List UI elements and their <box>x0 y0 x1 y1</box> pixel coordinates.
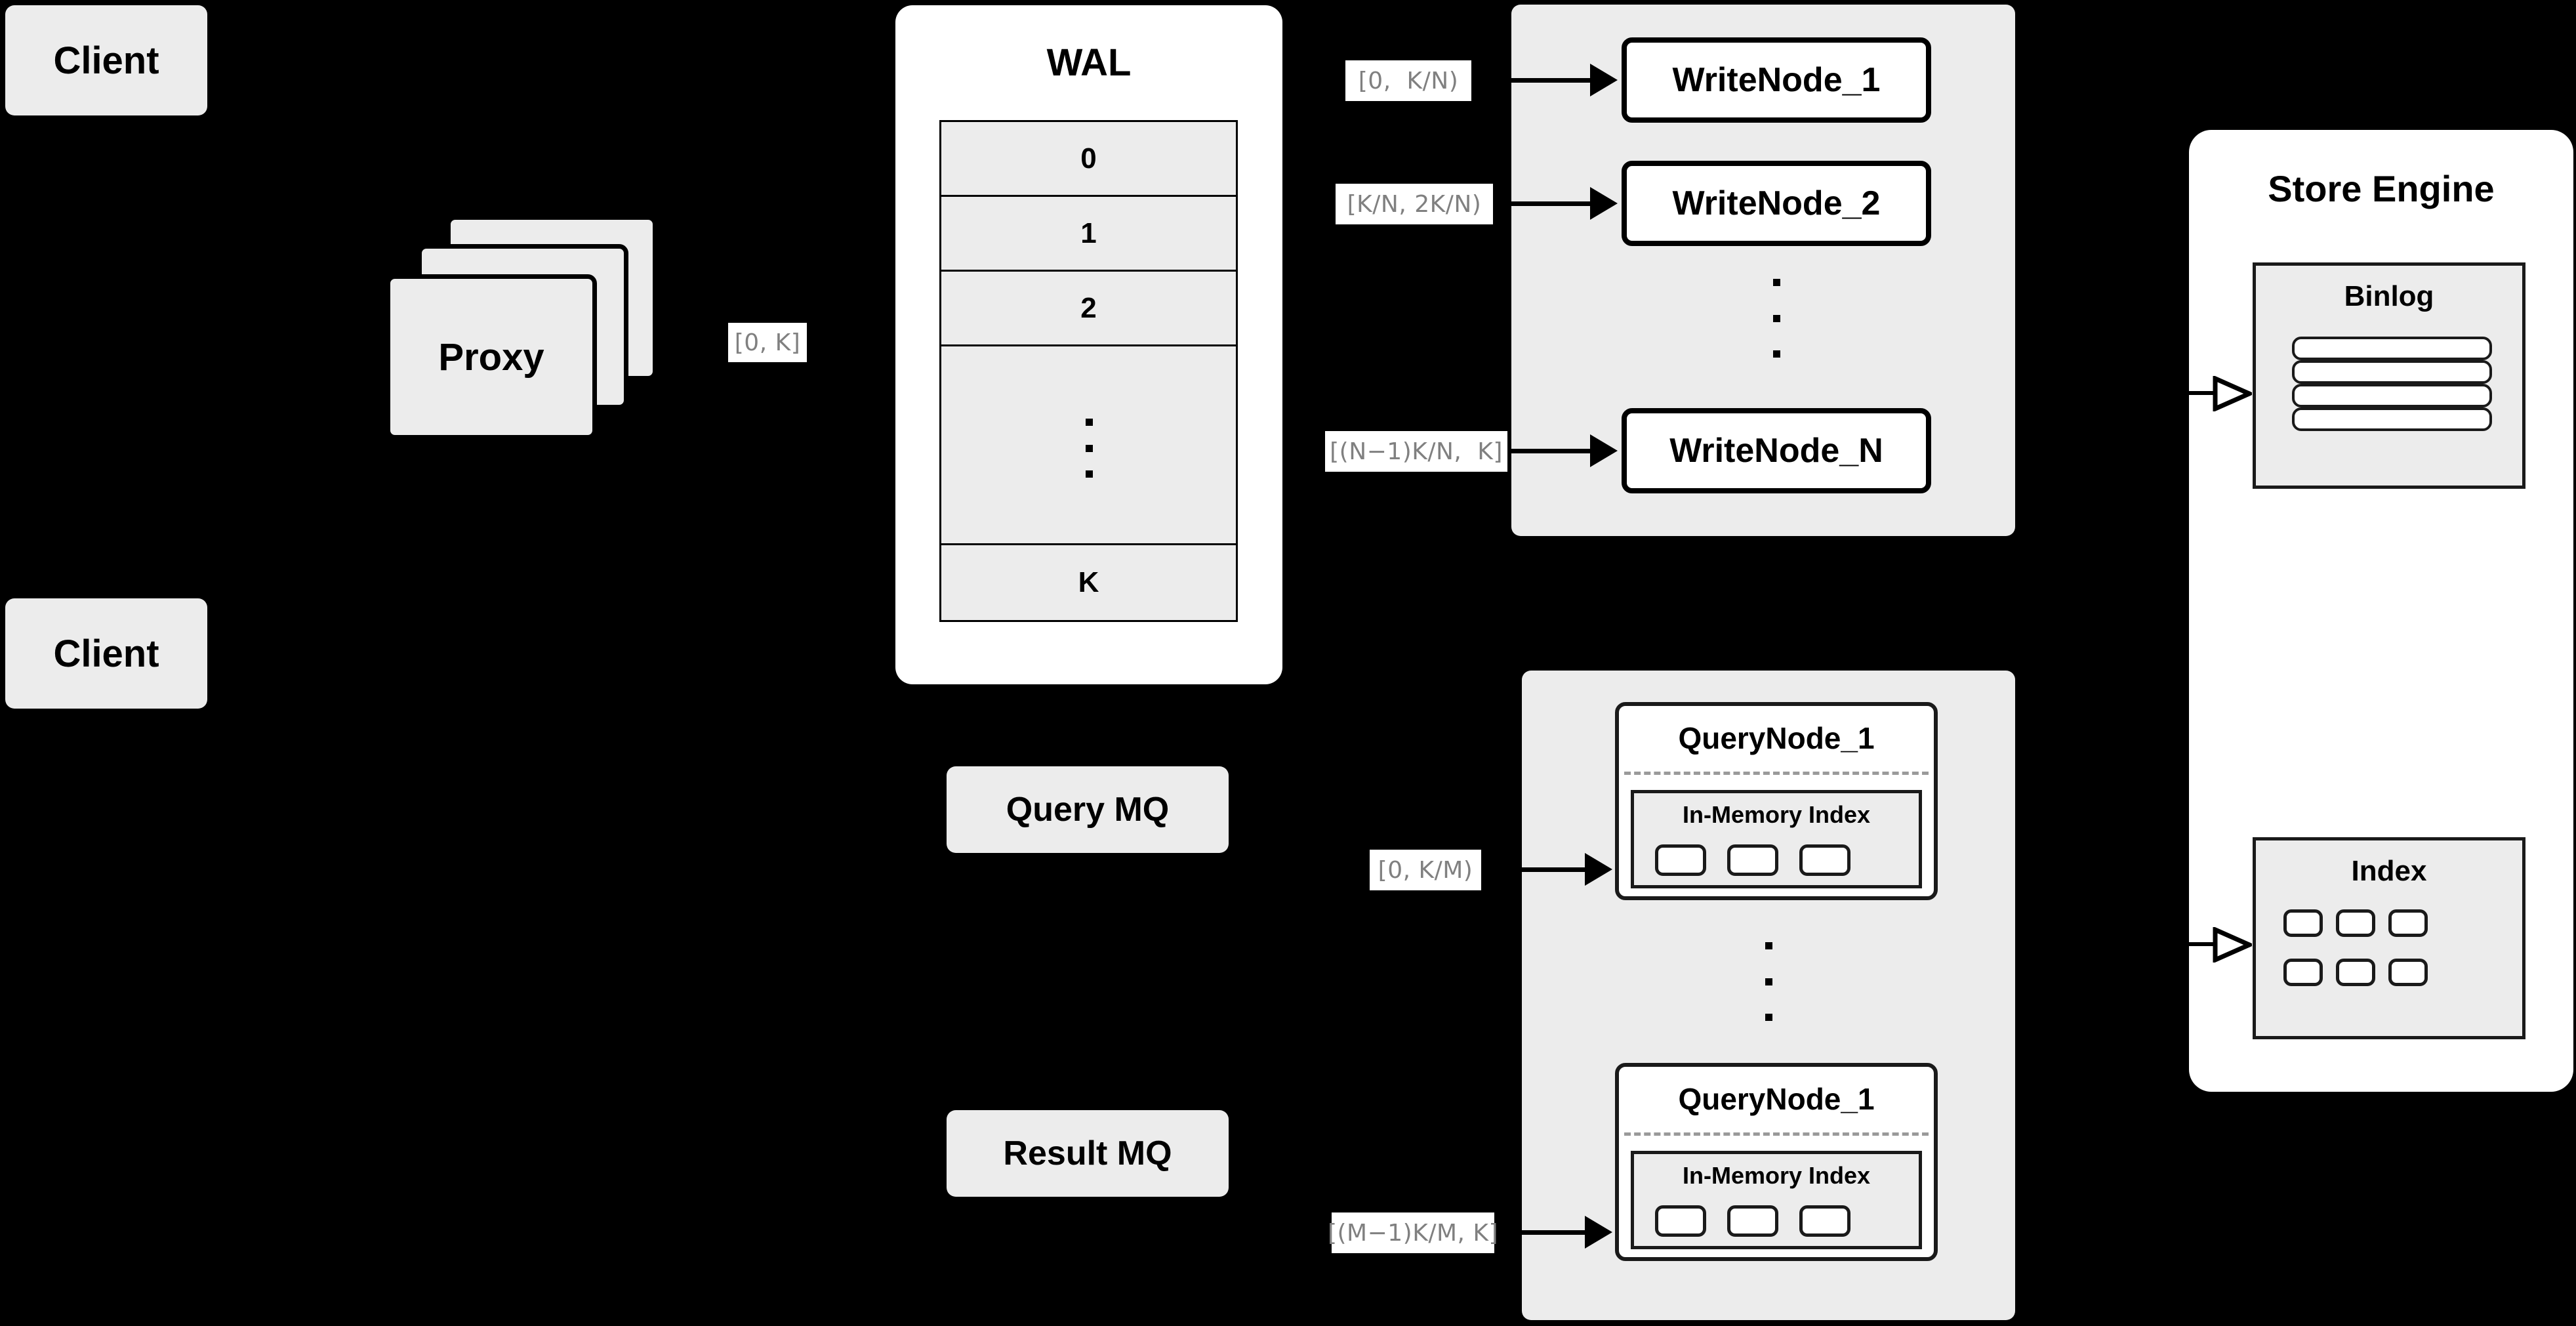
wal-cell-1: 1 <box>1080 217 1097 249</box>
write-node-1-range-label: [0, K/N) <box>1345 60 1471 101</box>
query-node-vertical-ellipsis-icon <box>1765 942 1772 1021</box>
query-node-2-separator <box>1624 1132 1929 1136</box>
query-node-2-index-chip-1 <box>1655 1205 1706 1237</box>
proxy-label: Proxy <box>438 335 544 379</box>
query-node-1-range-text: [0, K/M) <box>1378 856 1473 884</box>
wal-row-ellipsis <box>941 346 1236 545</box>
index-chip-r1c3 <box>2388 909 2428 937</box>
write-node-1-label: WriteNode_1 <box>1672 61 1881 99</box>
write-node-n-range-text: [(N−1)K/N, K] <box>1330 438 1503 465</box>
write-node-2-arrow-line <box>1511 201 1590 206</box>
index-chip-r1c2 <box>2336 909 2375 937</box>
client-label-1: Client <box>53 39 159 82</box>
proxy-range-text: [0, K] <box>734 329 801 356</box>
query-node-2-label: QueryNode_1 <box>1678 1082 1875 1116</box>
client-box-2[interactable]: Client <box>5 598 207 709</box>
query-node-1-title: QueryNode_1 <box>1619 720 1934 756</box>
query-node-1-arrow-head-icon <box>1585 853 1612 886</box>
write-node-2[interactable]: WriteNode_2 <box>1622 161 1931 246</box>
wal-row-1: 1 <box>941 197 1236 272</box>
binlog-title-text: Binlog <box>2344 280 2434 312</box>
write-node-n[interactable]: WriteNode_N <box>1622 408 1931 493</box>
wal-title-text: WAL <box>1046 41 1132 84</box>
query-node-1-index-chip-3 <box>1799 844 1850 876</box>
wal-vertical-ellipsis-icon <box>1085 419 1093 478</box>
wal-table: 0 1 2 K <box>939 120 1238 622</box>
proxy-box[interactable]: Proxy <box>386 274 597 440</box>
query-node-1-index-title: In-Memory Index <box>1634 801 1919 829</box>
binlog-row-2 <box>2292 360 2492 384</box>
write-node-1-arrow-head-icon <box>1590 64 1618 96</box>
client-label-2: Client <box>53 632 159 675</box>
query-node-1-index-chip-1 <box>1655 844 1706 876</box>
index-chip-r2c2 <box>2336 959 2375 986</box>
query-node-1-separator <box>1624 772 1929 775</box>
query-node-2-title: QueryNode_1 <box>1619 1081 1934 1117</box>
write-node-2-range-text: [K/N, 2K/N) <box>1347 190 1482 218</box>
query-node-2-index-chip-3 <box>1799 1205 1850 1237</box>
query-node-1[interactable]: QueryNode_1 In-Memory Index <box>1615 702 1938 900</box>
index-title: Index <box>2256 855 2522 888</box>
query-node-2-index-title: In-Memory Index <box>1634 1162 1919 1190</box>
write-node-2-range-label: [K/N, 2K/N) <box>1336 184 1493 224</box>
query-node-2[interactable]: QueryNode_1 In-Memory Index <box>1615 1063 1938 1261</box>
index-title-text: Index <box>2351 855 2427 887</box>
query-node-2-inmemory-index: In-Memory Index <box>1631 1151 1922 1249</box>
write-node-1[interactable]: WriteNode_1 <box>1622 37 1931 123</box>
wal-row-0: 0 <box>941 122 1236 197</box>
binlog-title: Binlog <box>2256 280 2522 313</box>
write-node-1-arrow-line <box>1511 78 1590 83</box>
write-node-1-range-text: [0, K/N) <box>1358 67 1459 94</box>
binlog-panel: Binlog <box>2253 262 2525 489</box>
wal-row-2: 2 <box>941 272 1236 347</box>
wal-row-K: K <box>941 545 1236 620</box>
query-mq-label: Query MQ <box>1006 791 1170 829</box>
index-chip-r2c3 <box>2388 959 2428 986</box>
proxy-range-label: [0, K] <box>728 323 807 362</box>
write-node-n-arrow-line <box>1511 449 1590 453</box>
write-node-vertical-ellipsis-icon <box>1772 279 1780 358</box>
write-node-n-arrow-head-icon <box>1590 434 1618 467</box>
wal-cell-2: 2 <box>1080 291 1097 324</box>
query-node-2-arrow-line <box>1522 1230 1585 1235</box>
query-node-1-arrow-line <box>1522 867 1585 872</box>
query-mq-box[interactable]: Query MQ <box>947 766 1229 853</box>
client-box-1[interactable]: Client <box>5 5 207 115</box>
store-engine-title: Store Engine <box>2189 165 2573 211</box>
result-mq-box[interactable]: Result MQ <box>947 1110 1229 1197</box>
query-node-1-label: QueryNode_1 <box>1678 721 1875 755</box>
query-node-2-range-text: [(M−1)K/M, K] <box>1327 1219 1499 1247</box>
binlog-row-4 <box>2292 407 2492 431</box>
index-chip-r2c1 <box>2283 959 2323 986</box>
query-node-2-range-label: [(M−1)K/M, K] <box>1328 1212 1498 1253</box>
write-node-2-arrow-head-icon <box>1590 187 1618 220</box>
store-engine-title-text: Store Engine <box>2268 167 2495 209</box>
query-node-2-index-title-text: In-Memory Index <box>1682 1162 1871 1189</box>
wal-title: WAL <box>895 39 1282 85</box>
wal-cell-K: K <box>1078 566 1099 598</box>
write-node-n-label: WriteNode_N <box>1669 432 1883 470</box>
result-mq-label: Result MQ <box>1003 1134 1172 1172</box>
query-node-2-index-chip-2 <box>1727 1205 1778 1237</box>
binlog-arrow-line <box>2189 391 2214 395</box>
index-arrow-line <box>2189 942 2214 946</box>
binlog-row-3 <box>2292 384 2492 407</box>
write-node-n-range-label: [(N−1)K/N, K] <box>1325 431 1507 472</box>
query-node-1-inmemory-index: In-Memory Index <box>1631 790 1922 888</box>
binlog-row-1 <box>2292 337 2492 360</box>
wal-cell-0: 0 <box>1080 142 1097 175</box>
query-node-1-index-title-text: In-Memory Index <box>1682 801 1871 828</box>
write-node-2-label: WriteNode_2 <box>1672 184 1881 222</box>
query-node-1-index-chip-2 <box>1727 844 1778 876</box>
index-chip-r1c1 <box>2283 909 2323 937</box>
query-node-2-arrow-head-icon <box>1585 1216 1612 1249</box>
query-node-1-range-label: [0, K/M) <box>1370 850 1481 890</box>
index-panel: Index <box>2253 837 2525 1039</box>
